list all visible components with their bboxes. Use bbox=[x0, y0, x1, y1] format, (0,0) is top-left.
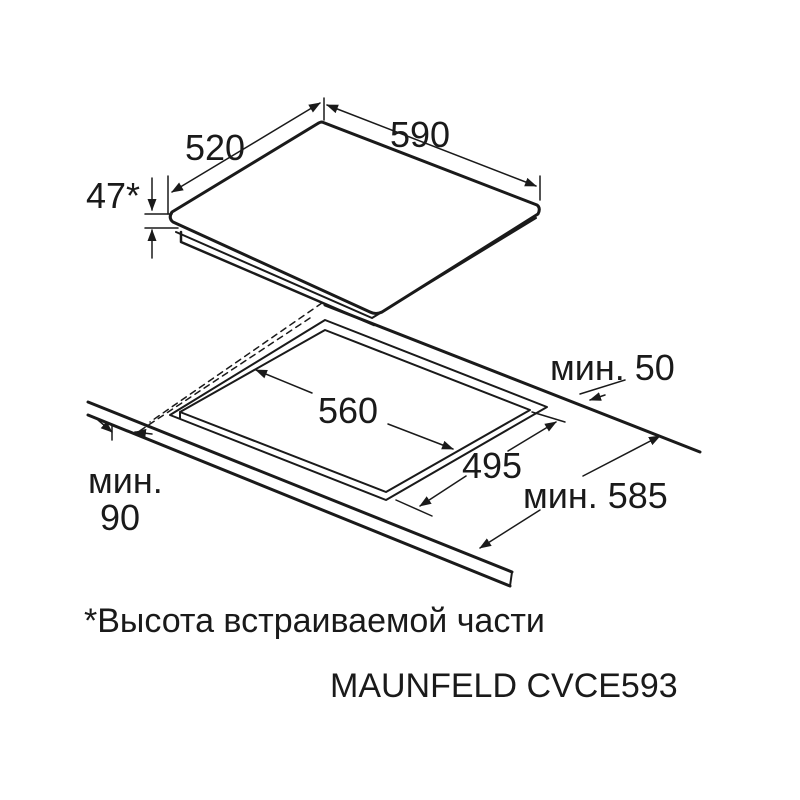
dim-47-hob-height bbox=[144, 177, 179, 259]
cutout-inner bbox=[179, 329, 531, 493]
hob-body bbox=[179, 230, 376, 327]
worktop bbox=[86, 303, 702, 588]
dim-label-min-50: мин. 50 bbox=[550, 347, 675, 388]
projection-dashed-lines bbox=[137, 302, 323, 433]
cutout-outer bbox=[169, 319, 548, 501]
dim-label-min-90-value: 90 bbox=[100, 497, 140, 538]
dim-label-520: 520 bbox=[185, 127, 245, 168]
worktop-side-edge bbox=[509, 571, 513, 587]
dim-label-47: 47* bbox=[86, 175, 140, 216]
dim-590-hob-width bbox=[323, 97, 541, 201]
worktop-front-top-edge bbox=[86, 400, 514, 574]
dim-label-min-585: мин. 585 bbox=[523, 475, 668, 516]
dim-label-560: 560 bbox=[318, 390, 378, 431]
cutout bbox=[169, 319, 548, 501]
dim-90-front-clearance bbox=[97, 419, 153, 441]
hob-front-edge bbox=[175, 217, 537, 319]
dim-520-hob-depth bbox=[167, 102, 321, 215]
model-name: MAUNFELD CVCE593 bbox=[330, 667, 678, 705]
dim-495-cutout-depth bbox=[395, 411, 566, 517]
dim-label-min-90-prefix: мин. bbox=[88, 460, 163, 501]
footnote-built-in-height: *Высота встраиваемой части bbox=[84, 602, 545, 640]
dim-50-back-clearance bbox=[579, 379, 626, 401]
dim-label-590: 590 bbox=[390, 114, 450, 155]
dim-label-495: 495 bbox=[462, 445, 522, 486]
worktop-back-edge bbox=[323, 303, 702, 454]
worktop-front-bottom-edge bbox=[86, 413, 512, 588]
dim-560-cutout-width bbox=[255, 369, 454, 450]
dim-585-worktop-depth bbox=[479, 435, 661, 549]
